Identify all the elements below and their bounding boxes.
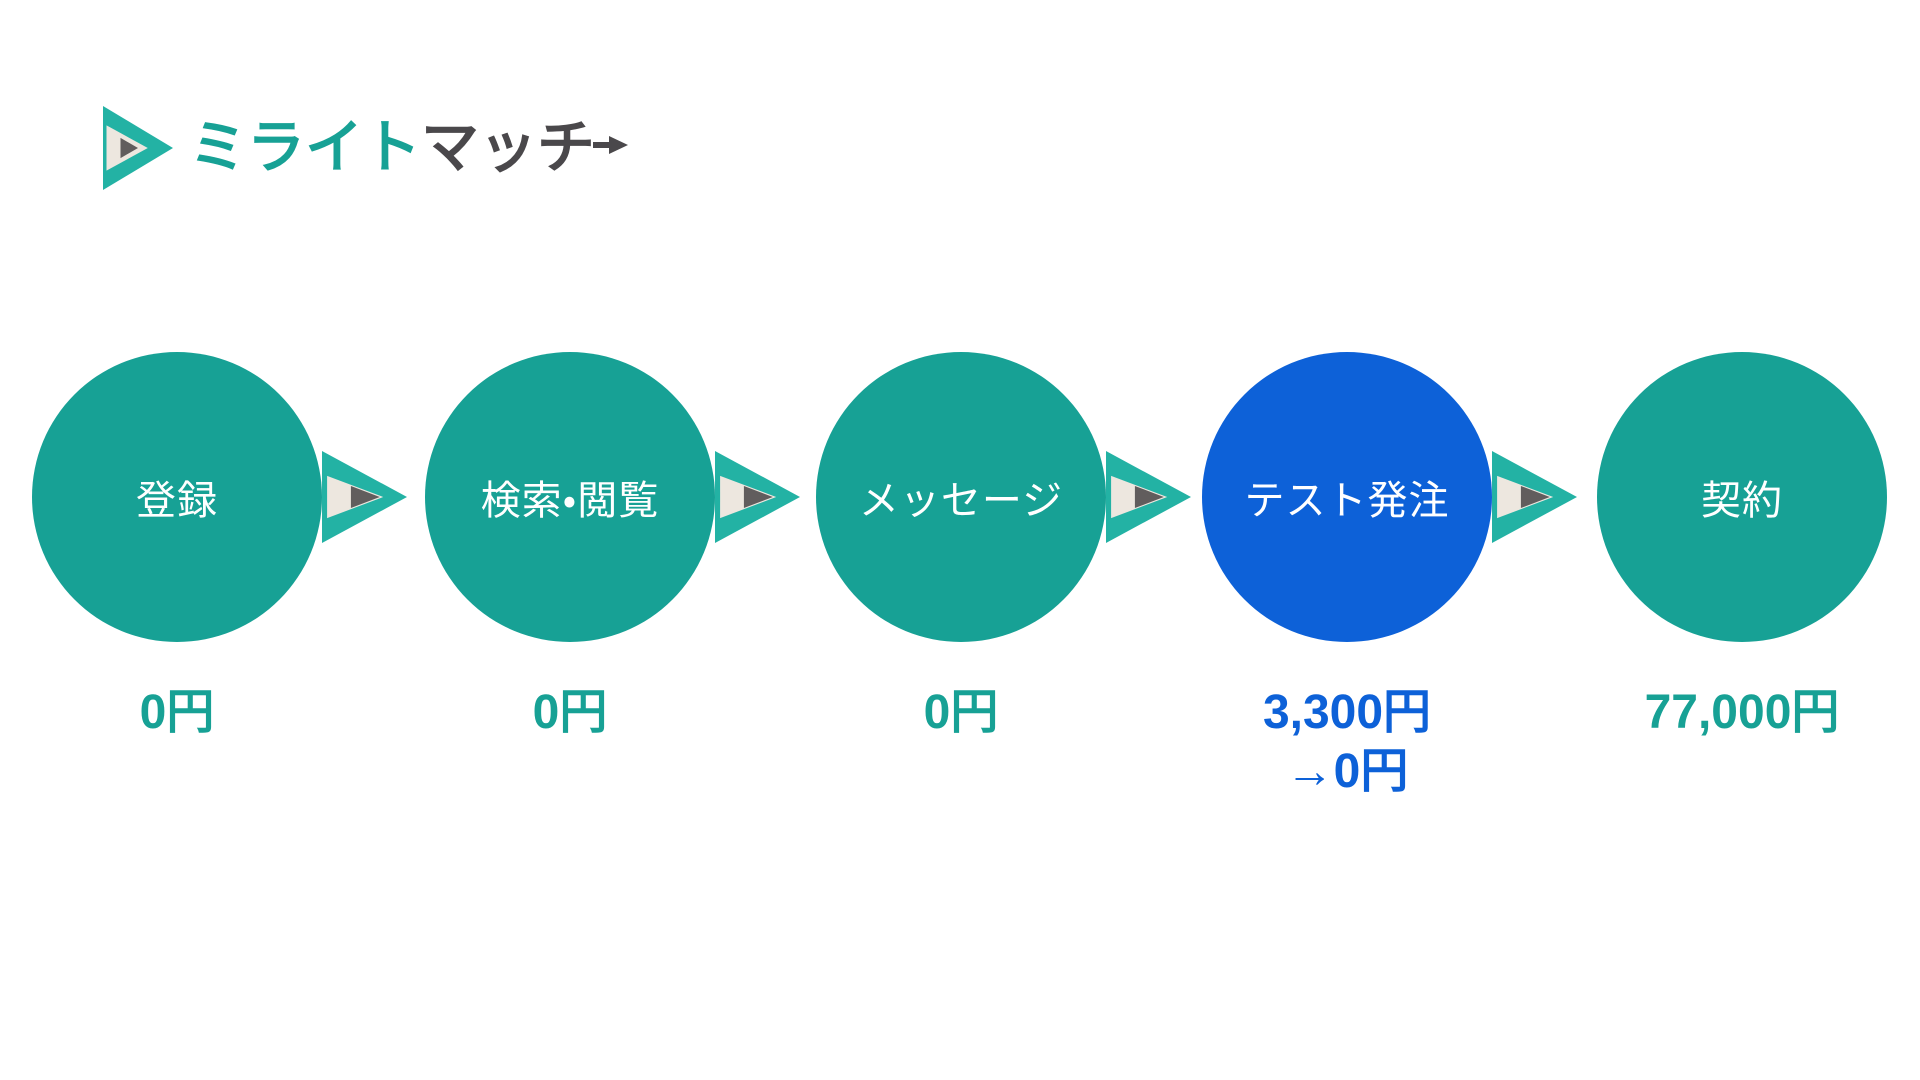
flow-connector-arrow-icon <box>1106 451 1191 543</box>
step-price: 0円 <box>32 684 322 743</box>
flow-connector-arrow-icon <box>322 451 407 543</box>
step-label: テスト発注 <box>1244 479 1450 523</box>
step-label: メッセージ <box>858 479 1064 523</box>
step-circle: 契約 <box>1597 352 1887 642</box>
step-price: 77,000円 <box>1597 684 1887 743</box>
step-price: 0円 <box>816 684 1106 743</box>
step-price: 0円 <box>425 684 715 743</box>
price-line1: 0円 <box>532 686 608 739</box>
logo-tail-arrow-icon <box>593 136 629 154</box>
flow-step-contract: 契約 77,000円 <box>1597 352 1887 743</box>
price-line1: 0円 <box>923 686 999 739</box>
step-label: 契約 <box>1701 479 1783 523</box>
flow-step-message: メッセージ 0円 <box>816 352 1106 743</box>
logo-text-secondary: マッチ <box>421 115 596 180</box>
flow-connector-arrow-icon <box>1492 451 1577 543</box>
price-line1: 0円 <box>139 686 215 739</box>
logo-text-primary: ミライト <box>189 115 422 180</box>
step-circle: メッセージ <box>816 352 1106 642</box>
flow-connector-arrow-icon <box>715 451 800 543</box>
brand-logo: ミライト マッチ <box>103 106 629 190</box>
step-circle: 登録 <box>32 352 322 642</box>
flow-step-search-browse: 検索・閲覧 0円 <box>425 352 715 743</box>
price-line1: 77,000円 <box>1644 686 1840 739</box>
step-circle: 検索・閲覧 <box>425 352 715 642</box>
flow-step-registration: 登録 0円 <box>32 352 322 743</box>
step-circle: テスト発注 <box>1202 352 1492 642</box>
flow-step-test-order: テスト発注 3,300円 →0円 <box>1202 352 1492 801</box>
step-label: 登録 <box>136 479 218 523</box>
step-label: 検索・閲覧 <box>480 479 660 523</box>
price-line2: →0円 <box>1285 744 1409 798</box>
price-line1: 3,300円 <box>1262 686 1432 739</box>
logo-wordmark: ミライト マッチ <box>189 119 629 177</box>
step-price: 3,300円 →0円 <box>1202 684 1492 801</box>
logo-play-arrow-icon <box>103 106 173 190</box>
